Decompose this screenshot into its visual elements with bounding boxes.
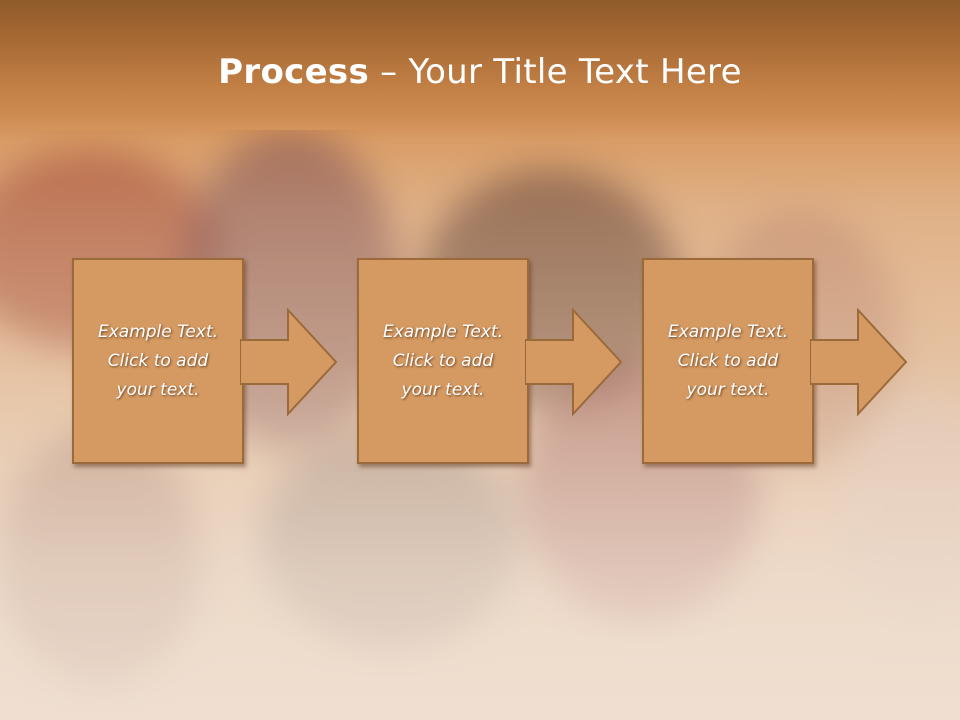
slide-title[interactable]: Process – Your Title Text Here — [0, 52, 960, 92]
step-1-line-3: your text. — [116, 379, 200, 400]
step-2-line-2: Click to add — [392, 350, 494, 371]
step-text-3: Example Text. Click to add your text. — [668, 318, 788, 405]
step-1-line-1: Example Text. — [97, 321, 219, 342]
process-step-1: Example Text. Click to add your text. — [72, 258, 412, 468]
step-box-1[interactable]: Example Text. Click to add your text. — [72, 258, 244, 464]
step-2-line-1: Example Text. — [382, 321, 504, 342]
step-3-line-1: Example Text. — [667, 321, 789, 342]
process-step-2: Example Text. Click to add your text. — [357, 258, 697, 468]
step-text-2: Example Text. Click to add your text. — [383, 318, 503, 405]
step-box-2[interactable]: Example Text. Click to add your text. — [357, 258, 529, 464]
right-arrow-icon — [240, 308, 338, 416]
right-arrow-icon — [810, 308, 908, 416]
title-rest: – Your Title Text Here — [369, 52, 742, 92]
title-bold: Process — [218, 52, 370, 92]
step-2-line-3: your text. — [401, 379, 485, 400]
title-band — [0, 0, 960, 140]
step-3-line-2: Click to add — [677, 350, 779, 371]
step-text-1: Example Text. Click to add your text. — [98, 318, 218, 405]
right-arrow-icon — [525, 308, 623, 416]
process-step-3: Example Text. Click to add your text. — [642, 258, 960, 468]
step-1-line-2: Click to add — [107, 350, 209, 371]
step-3-line-3: your text. — [686, 379, 770, 400]
step-box-3[interactable]: Example Text. Click to add your text. — [642, 258, 814, 464]
